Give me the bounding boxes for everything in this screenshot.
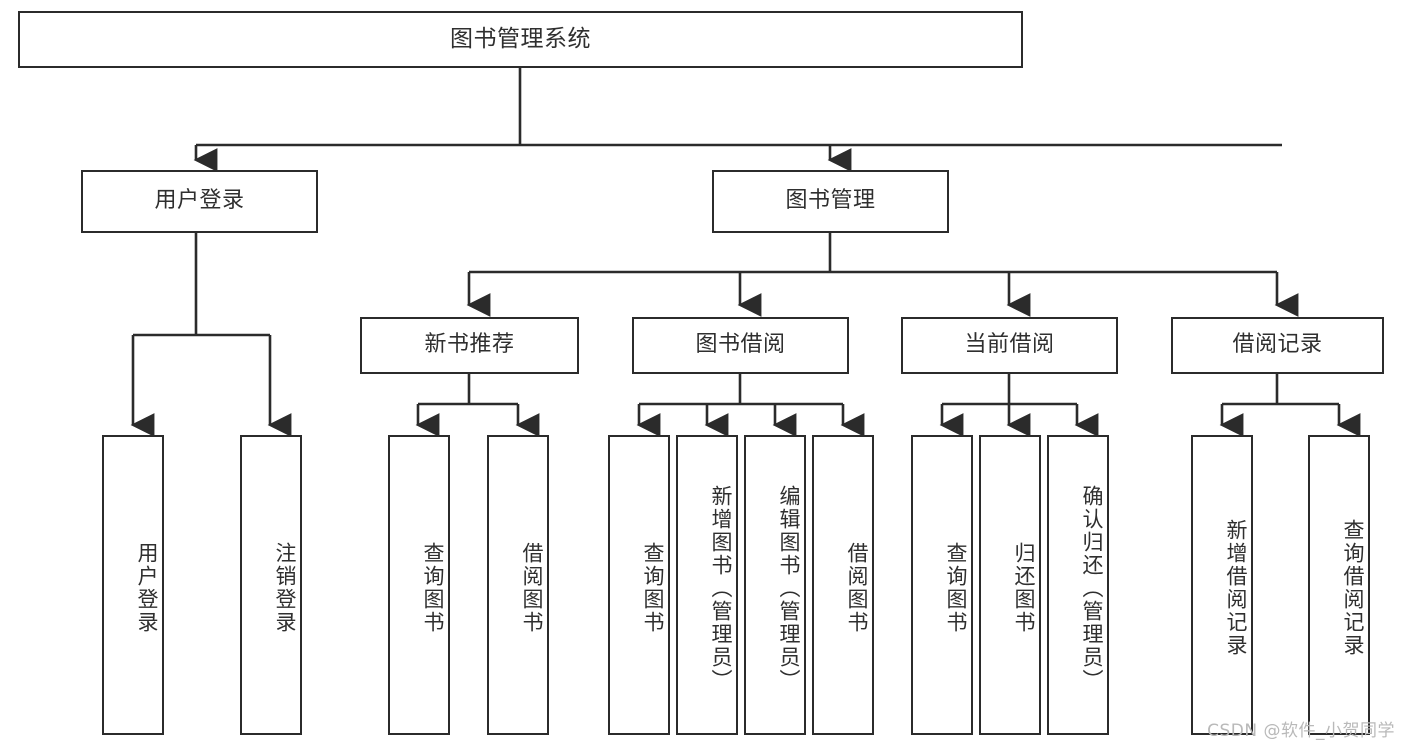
leaf-confirm-return[interactable]: 确认归还（管理员） [1047, 435, 1109, 735]
leaf-return-book-label: 归还图书 [1012, 542, 1036, 634]
node-borrow-record[interactable]: 借阅记录 [1171, 317, 1384, 374]
leaf-confirm-return-label: 确认归还（管理员） [1080, 484, 1104, 692]
leaf-borrow-book-1-label: 借阅图书 [520, 542, 544, 634]
node-current-borrow-label: 当前借阅 [964, 332, 1055, 358]
leaf-add-book[interactable]: 新增图书（管理员） [676, 435, 738, 735]
leaf-query-book-3-label: 查询图书 [944, 542, 968, 634]
leaf-user-login[interactable]: 用户登录 [102, 435, 164, 735]
leaf-query-book-1-label: 查询图书 [421, 542, 445, 634]
node-book-manage-label: 图书管理 [785, 188, 876, 214]
node-borrow-record-label: 借阅记录 [1232, 332, 1323, 358]
node-current-borrow[interactable]: 当前借阅 [901, 317, 1118, 374]
leaf-add-book-label: 新增图书（管理员） [709, 484, 733, 692]
leaf-query-record-label: 查询借阅记录 [1341, 519, 1365, 657]
leaf-query-book-2[interactable]: 查询图书 [608, 435, 670, 735]
leaf-borrow-book-1[interactable]: 借阅图书 [487, 435, 549, 735]
node-root[interactable]: 图书管理系统 [18, 11, 1023, 68]
leaf-edit-book-label: 编辑图书（管理员） [777, 484, 801, 692]
leaf-add-record-label: 新增借阅记录 [1224, 519, 1248, 657]
leaf-add-record[interactable]: 新增借阅记录 [1191, 435, 1253, 735]
leaf-logout[interactable]: 注销登录 [240, 435, 302, 735]
node-user-login-label: 用户登录 [154, 188, 245, 214]
leaf-query-book-2-label: 查询图书 [641, 542, 665, 634]
leaf-edit-book[interactable]: 编辑图书（管理员） [744, 435, 806, 735]
leaf-query-book-3[interactable]: 查询图书 [911, 435, 973, 735]
leaf-query-record[interactable]: 查询借阅记录 [1308, 435, 1370, 735]
node-book-borrow[interactable]: 图书借阅 [632, 317, 849, 374]
csdn-watermark: CSDN @软件_小贺同学 [1207, 721, 1395, 741]
node-book-manage[interactable]: 图书管理 [712, 170, 949, 233]
leaf-borrow-book-2-label: 借阅图书 [845, 542, 869, 634]
leaf-query-book-1[interactable]: 查询图书 [388, 435, 450, 735]
node-book-borrow-label: 图书借阅 [695, 332, 786, 358]
leaf-borrow-book-2[interactable]: 借阅图书 [812, 435, 874, 735]
leaf-return-book[interactable]: 归还图书 [979, 435, 1041, 735]
node-new-book-recommend-label: 新书推荐 [424, 332, 515, 358]
leaf-user-login-label: 用户登录 [135, 542, 159, 634]
leaf-logout-label: 注销登录 [273, 542, 297, 634]
node-root-label: 图书管理系统 [450, 25, 591, 52]
node-user-login[interactable]: 用户登录 [81, 170, 318, 233]
node-new-book-recommend[interactable]: 新书推荐 [360, 317, 579, 374]
